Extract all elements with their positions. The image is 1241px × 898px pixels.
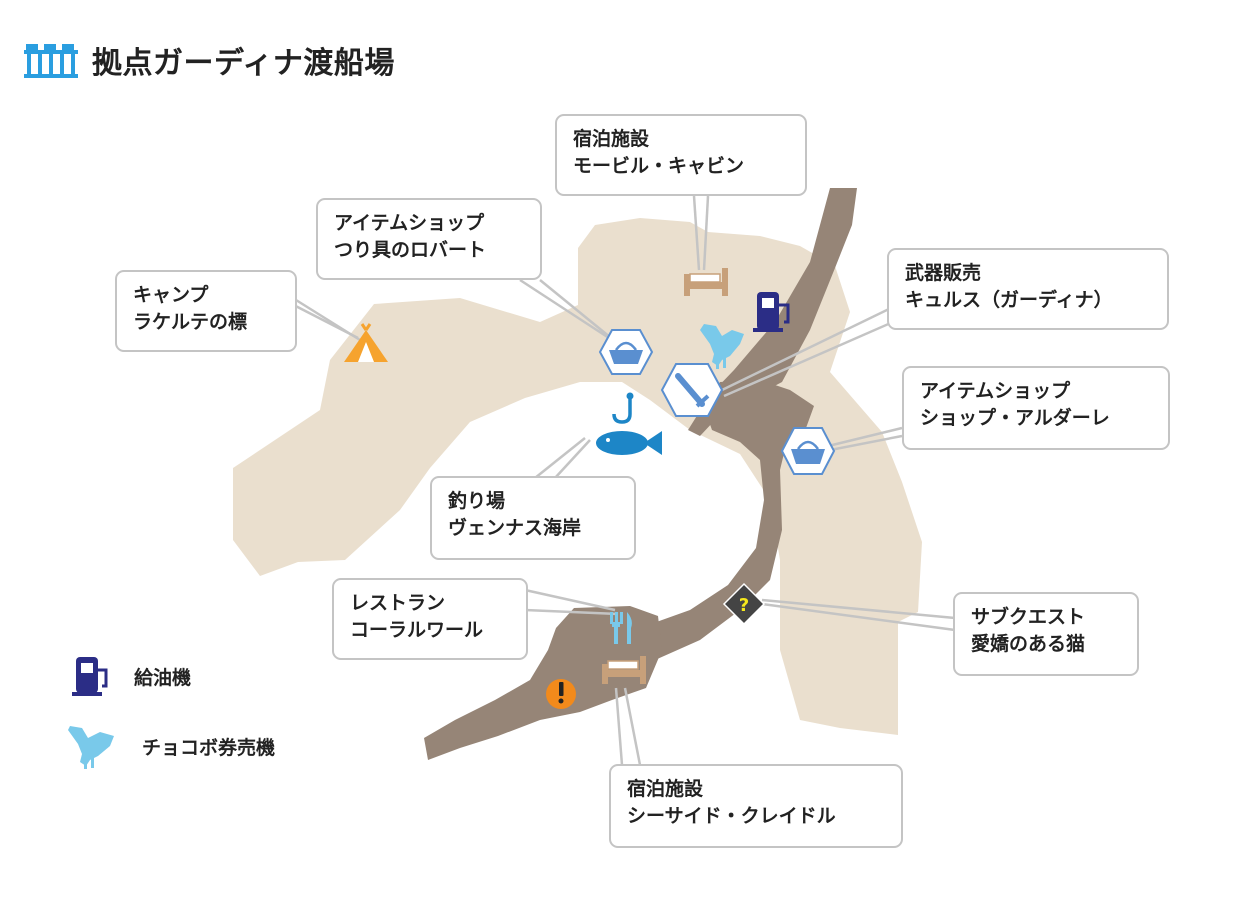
callout-camp[interactable]: キャンプ ラケルテの標 [115,270,297,352]
legend-chocobo: チョコボ券売機 [68,722,275,770]
legend-gas-label: 給油機 [134,666,192,689]
callout-lodging-bottom-category: 宿泊施設 [627,778,704,800]
callout-restaurant-category: レストラン [350,592,446,614]
road-north [688,188,857,436]
callout-weapons-category: 武器販売 [905,262,982,284]
port-icon [24,44,78,78]
callout-item-shop-right[interactable]: アイテムショップ ショップ・アルダーレ [902,366,1170,450]
callout-restaurant[interactable]: レストラン コーラルワール [332,578,528,660]
bed-icon-top[interactable] [684,268,728,296]
item-shop-icon-right[interactable] [780,427,836,475]
page-title: 拠点ガーディナ渡船場 [92,46,395,81]
road-center [604,380,814,665]
callout-subquest-name: 愛嬌のある猫 [971,632,1086,655]
item-shop-icon-left[interactable] [598,329,654,375]
callout-weapons[interactable]: 武器販売 キュルス（ガーディナ） [887,248,1169,330]
gas-pump-icon-map[interactable] [753,292,790,332]
callout-item-shop-left-name: つり具のロバート [334,238,487,261]
callout-item-shop-right-name: ショップ・アルダーレ [920,406,1110,429]
callout-item-shop-left-category: アイテムショップ [334,212,485,234]
page-header: 拠点ガーディナ渡船場 [24,38,395,82]
alert-icon[interactable] [546,679,576,709]
restaurant-icon[interactable] [610,612,632,644]
callout-camp-name: ラケルテの標 [133,310,248,333]
callout-weapons-name: キュルス（ガーディナ） [905,288,1113,311]
callout-lodging-top[interactable]: 宿泊施設 モービル・キャビン [555,114,807,196]
callout-item-shop-right-category: アイテムショップ [920,380,1071,402]
bed-icon-bottom[interactable] [602,656,646,684]
callout-fishing[interactable]: 釣り場 ヴェンナス海岸 [430,476,636,560]
callout-subquest[interactable]: サブクエスト 愛嬌のある猫 [953,592,1139,676]
callout-fishing-category: 釣り場 [448,490,506,512]
callout-restaurant-name: コーラルワール [350,618,484,641]
callout-lodging-top-category: 宿泊施設 [573,128,650,150]
callout-item-shop-left[interactable]: アイテムショップ つり具のロバート [316,198,542,280]
callout-lodging-bottom[interactable]: 宿泊施設 シーサイド・クレイドル [609,764,903,848]
fishing-hook-icon[interactable] [612,392,634,424]
legend-gas: 給油機 [68,654,191,698]
fish-icon[interactable] [596,431,662,455]
callout-lodging-bottom-name: シーサイド・クレイドル [627,804,836,827]
callout-lodging-top-name: モービル・キャビン [573,154,745,177]
callout-subquest-category: サブクエスト [971,606,1086,628]
callout-fishing-name: ヴェンナス海岸 [448,516,582,539]
land-area [233,218,922,735]
camp-tent-icon[interactable] [344,323,388,362]
legend-chocobo-label: チョコボ券売機 [142,736,276,759]
weapon-shop-icon[interactable] [660,363,724,417]
chocobo-icon [68,726,114,769]
chocobo-icon-map[interactable] [700,324,744,369]
callout-camp-category: キャンプ [133,284,209,306]
svg-text:?: ? [739,595,749,616]
road-south [424,606,662,760]
subquest-icon[interactable]: ? [722,582,766,626]
gas-pump-icon [72,657,108,696]
